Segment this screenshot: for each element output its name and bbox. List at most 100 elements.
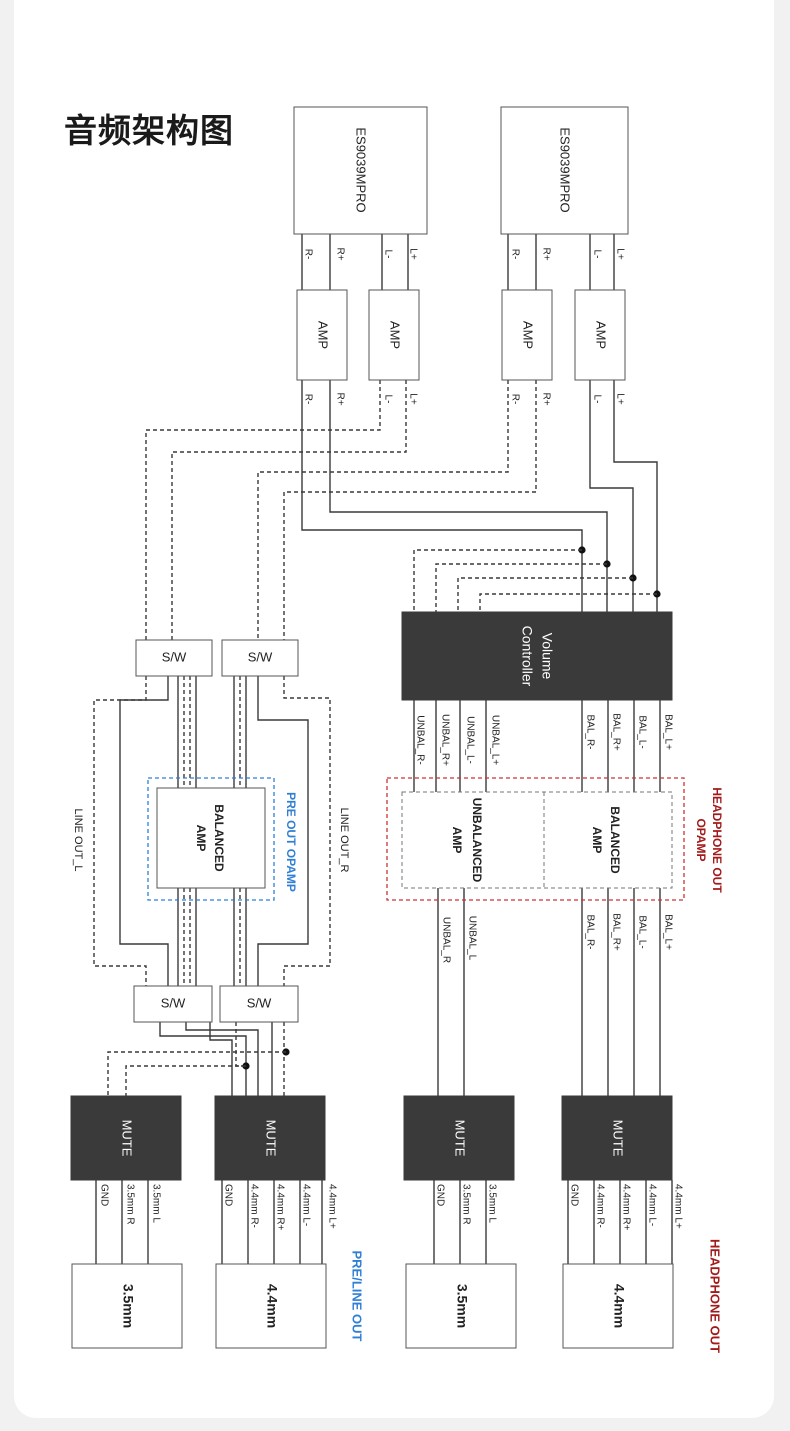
dac-chip-label: ES9039MPRO <box>558 127 573 212</box>
jack-label: 4.4mm <box>611 1284 627 1328</box>
mute-label: MUTE <box>120 1120 135 1157</box>
sw-label: S/W <box>247 995 272 1010</box>
pre-wire <box>209 1022 233 1096</box>
sw-box <box>135 639 213 677</box>
jack-pin-label: GND <box>222 1184 233 1206</box>
line-wire <box>257 676 309 986</box>
sw-box <box>219 985 299 1023</box>
volume-controller-label: Controller <box>519 626 535 687</box>
pin-label: L- <box>591 250 602 259</box>
jack-35-box-pre <box>71 1263 183 1349</box>
sw-box <box>133 985 213 1023</box>
sw-label: S/W <box>248 649 273 664</box>
pin-label: L+ <box>407 248 418 260</box>
sw-box <box>221 639 299 677</box>
mute-label: MUTE <box>611 1120 626 1157</box>
jack-pin-label: 4.4mm R+ <box>274 1184 285 1231</box>
headphone-opamp-label: OPAMP <box>694 818 708 861</box>
jack-label: 4.4mm <box>264 1284 280 1328</box>
jack-35-box-hp <box>405 1263 517 1349</box>
pin-label: R+ <box>334 392 345 405</box>
headphone-out-label: HEADPHONE OUT <box>708 1239 723 1353</box>
hp-output-label: UNBAL_R <box>440 917 451 963</box>
amp-label: AMP <box>521 321 536 349</box>
jack-pin-label: 4.4mm L+ <box>672 1184 683 1229</box>
jack-pin-label: 4.4mm R- <box>594 1184 605 1228</box>
line-wire <box>145 380 381 640</box>
line-wire <box>283 676 331 986</box>
volume-controller-box <box>401 611 673 701</box>
dac-chip-1 <box>293 106 428 235</box>
hp-output-label: BAL_L+ <box>662 914 673 950</box>
mute-box <box>403 1095 515 1181</box>
headphone-opamp-frame <box>386 777 685 901</box>
pin-label: L- <box>382 250 393 259</box>
unbalanced-amp-label: UNBALANCED <box>470 798 484 883</box>
diagram-card <box>14 0 774 1418</box>
line-wire <box>283 380 537 640</box>
jack-label: 3.5mm <box>120 1284 136 1328</box>
amp-box <box>296 289 348 381</box>
jack-pin-label: 3.5mm L <box>486 1184 497 1223</box>
dac-chip-2 <box>500 106 629 235</box>
balanced-amp-label: AMP <box>194 825 208 852</box>
vc-output-label: BAL_R+ <box>610 713 621 751</box>
line-out-label: LINE OUT_R <box>338 808 350 873</box>
balanced-amp-box <box>156 787 266 889</box>
amp-label: AMP <box>594 321 609 349</box>
jack-44-box-hp <box>562 1263 674 1349</box>
headphone-opamp-label: HEADPHONE OUT <box>710 787 724 893</box>
balanced-amp-label: BALANCED <box>212 804 226 872</box>
line-wire <box>171 380 407 640</box>
mute-box <box>561 1095 673 1181</box>
pin-label: L- <box>591 395 602 404</box>
vc-output-label: BAL_R- <box>584 714 595 749</box>
unbal-wire <box>435 563 607 612</box>
unbal-wire <box>413 549 582 612</box>
jack-pin-label: 4.4mm L- <box>300 1184 311 1226</box>
unbal-wire <box>479 593 657 612</box>
jack-44-box-pre <box>215 1263 327 1349</box>
mute-label: MUTE <box>264 1120 279 1157</box>
jack-pin-label: 4.4mm R- <box>248 1184 259 1228</box>
jack-pin-label: 4.4mm L- <box>646 1184 657 1226</box>
bal-wire <box>301 380 583 612</box>
pre-wire <box>185 1022 259 1096</box>
bal-wire <box>329 380 608 612</box>
amp-label: AMP <box>316 321 331 349</box>
vc-output-label: BAL_L- <box>636 715 647 748</box>
hp-output-label: BAL_L- <box>636 915 647 948</box>
volume-controller-label: Volume <box>539 633 555 680</box>
mute-box <box>214 1095 326 1181</box>
amp-label: AMP <box>388 321 403 349</box>
line-wire <box>119 676 169 986</box>
amp-box <box>368 289 420 381</box>
mute-label: MUTE <box>453 1120 468 1157</box>
balanced-amp-label: AMP <box>590 827 604 854</box>
jack-pin-label: 3.5mm R <box>124 1184 135 1225</box>
line-wire <box>257 380 509 640</box>
pin-label: R- <box>509 394 520 405</box>
pin-label: L+ <box>614 393 625 405</box>
vc-output-label: UNBAL_L- <box>464 716 475 764</box>
pre-wire <box>125 1065 246 1096</box>
pin-label: L- <box>382 395 393 404</box>
page-title: 音频架构图 <box>64 111 234 150</box>
jack-pin-label: 3.5mm R <box>460 1184 471 1225</box>
bal-wire <box>589 380 634 612</box>
dac-chip-label: ES9039MPRO <box>354 127 369 212</box>
amp-box <box>574 289 626 381</box>
jack-pin-label: GND <box>98 1184 109 1206</box>
pre-wire <box>107 1051 286 1096</box>
bal-wire <box>613 380 658 612</box>
hp-output-label: UNBAL_L <box>466 916 477 961</box>
pin-label: R- <box>509 249 520 260</box>
sw-label: S/W <box>162 649 187 664</box>
unbalanced-amp-label: AMP <box>450 827 464 854</box>
pin-label: R+ <box>334 247 345 260</box>
jack-pin-label: GND <box>568 1184 579 1206</box>
pin-label: R- <box>302 394 313 405</box>
pre-wire <box>159 1022 247 1096</box>
sw-label: S/W <box>161 995 186 1010</box>
